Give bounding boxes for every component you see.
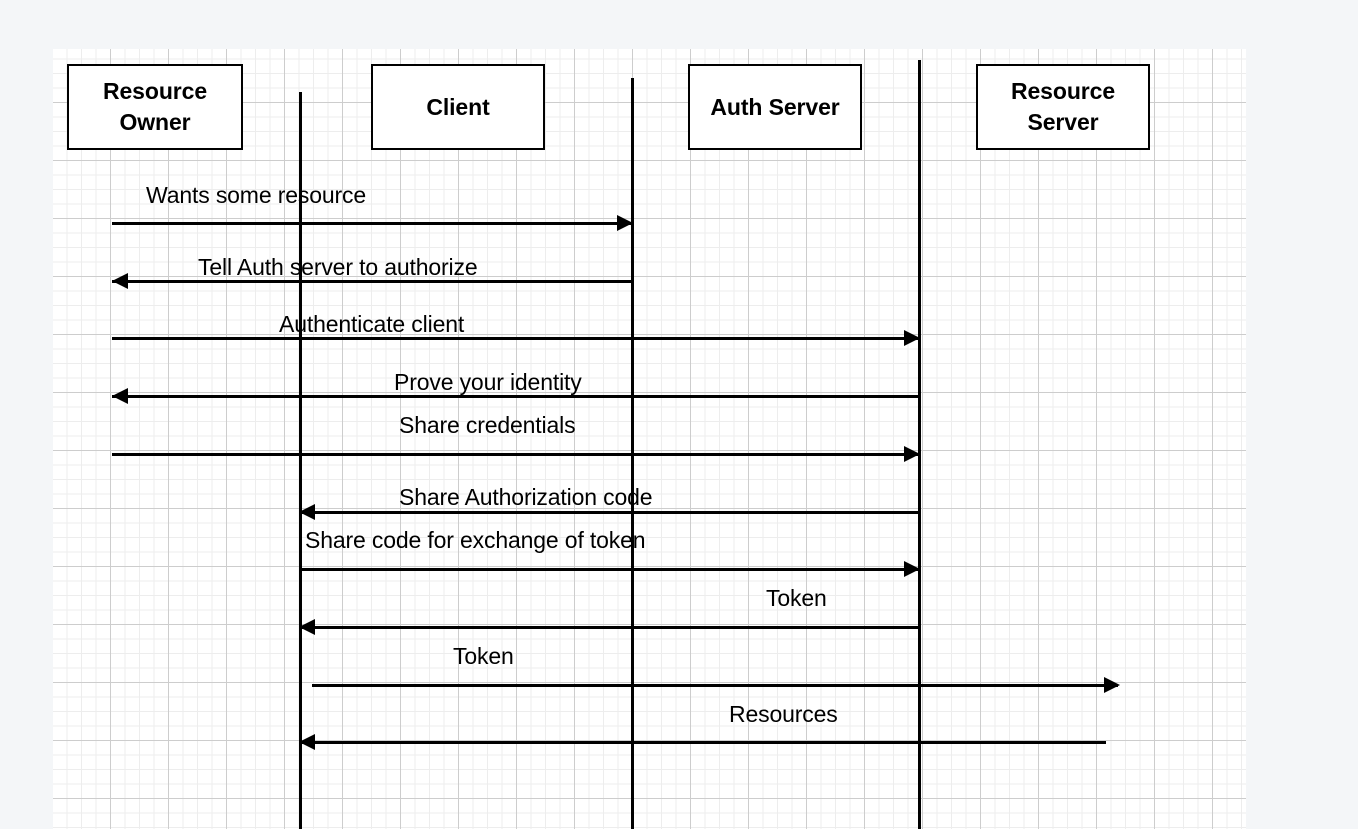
message-line-9	[312, 684, 1118, 687]
arrowhead-left-6	[299, 504, 315, 520]
participant-resource-owner-label: Resource Owner	[103, 76, 207, 138]
participant-resource-owner-label-line2: Owner	[119, 109, 191, 135]
message-line-4	[112, 395, 918, 398]
message-line-5	[112, 453, 918, 456]
arrowhead-left-4	[112, 388, 128, 404]
arrowhead-right-3	[904, 330, 920, 346]
message-label-7: Share code for exchange of token	[305, 527, 646, 553]
message-label-10: Resources	[729, 701, 838, 727]
participant-auth-server-label: Auth Server	[710, 93, 840, 120]
lifeline-client	[299, 92, 302, 829]
arrowhead-right-1	[617, 215, 633, 231]
message-label-8: Token	[766, 585, 827, 611]
message-line-1	[112, 222, 631, 225]
arrowhead-right-5	[904, 446, 920, 462]
participant-resource-server[interactable]: Resource Server	[976, 64, 1150, 150]
message-line-3	[112, 337, 918, 340]
arrowhead-right-7	[904, 561, 920, 577]
arrowhead-right-9	[1104, 677, 1120, 693]
arrowhead-left-10	[299, 734, 315, 750]
participant-client[interactable]: Client	[371, 64, 545, 150]
participant-resource-server-label-line2: Server	[1027, 109, 1099, 135]
message-label-4: Prove your identity	[394, 369, 582, 395]
message-label-2: Tell Auth server to authorize	[198, 254, 478, 280]
message-label-5: Share credentials	[399, 412, 576, 438]
message-line-8	[299, 626, 918, 629]
participant-resource-owner[interactable]: Resource Owner	[67, 64, 243, 150]
message-line-2	[112, 280, 631, 283]
participant-auth-server[interactable]: Auth Server	[688, 64, 862, 150]
message-label-3: Authenticate client	[279, 311, 465, 337]
message-line-7	[299, 568, 918, 571]
message-label-6: Share Authorization code	[399, 484, 653, 510]
lifeline-auth-server	[918, 60, 921, 829]
message-line-6	[299, 511, 918, 514]
arrowhead-left-2	[112, 273, 128, 289]
diagram-canvas[interactable]: Resource Owner Client Auth Server Resour…	[53, 49, 1246, 829]
participant-resource-owner-label-line1: Resource	[102, 78, 208, 104]
message-line-10	[299, 741, 1106, 744]
participant-client-label: Client	[426, 93, 490, 120]
participant-resource-server-label-line1: Resource	[1010, 78, 1116, 104]
participant-resource-server-label: Resource Server	[1011, 76, 1115, 138]
message-label-9: Token	[453, 643, 514, 669]
message-label-1: Wants some resource	[146, 182, 366, 208]
arrowhead-left-8	[299, 619, 315, 635]
